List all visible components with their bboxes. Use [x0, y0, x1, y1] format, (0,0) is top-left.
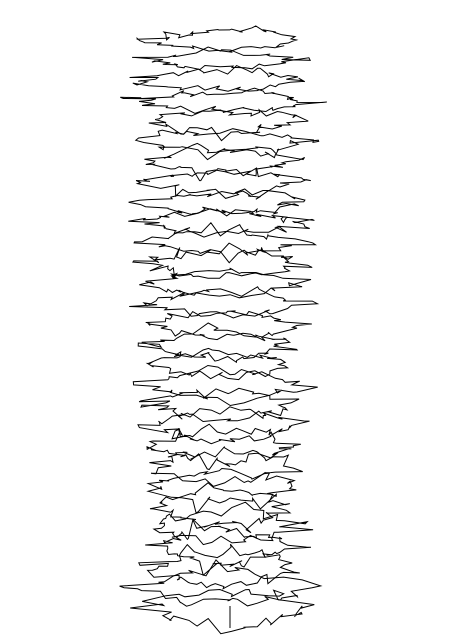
- irregular-outline-14: [129, 286, 320, 319]
- irregular-outline-21: [146, 423, 301, 471]
- irregular-outline-28: [119, 559, 323, 607]
- irregular-outline-29: [130, 588, 315, 635]
- irregular-outline-2: [132, 46, 312, 71]
- irregular-outline-12: [132, 242, 313, 279]
- irregular-outline-17: [145, 347, 290, 381]
- irregular-outline-19: [138, 387, 300, 423]
- irregular-outline-5: [148, 108, 309, 142]
- irregular-outline-27: [138, 543, 300, 590]
- irregular-outline-4: [120, 87, 327, 114]
- irregular-outline-8: [135, 167, 311, 199]
- irregular-outline-26: [145, 518, 312, 577]
- irregular-outline-22: [149, 446, 303, 487]
- irregular-outline-24: [149, 482, 292, 534]
- irregular-outline-16: [137, 322, 299, 364]
- irregular-outline-11: [133, 222, 318, 264]
- irregular-outline-23: [146, 467, 297, 514]
- irregular-outline-20: [137, 406, 310, 445]
- irregular-outline-9: [128, 190, 306, 215]
- irregular-outline-10: [128, 206, 315, 238]
- irregular-outline-15: [145, 310, 312, 342]
- irregular-outline-13: [139, 267, 312, 299]
- irregular-outline-7: [144, 142, 306, 182]
- irregular-outline-6: [134, 128, 320, 161]
- irregular-outline-1: [136, 25, 299, 53]
- irregular-outline-3: [129, 65, 306, 92]
